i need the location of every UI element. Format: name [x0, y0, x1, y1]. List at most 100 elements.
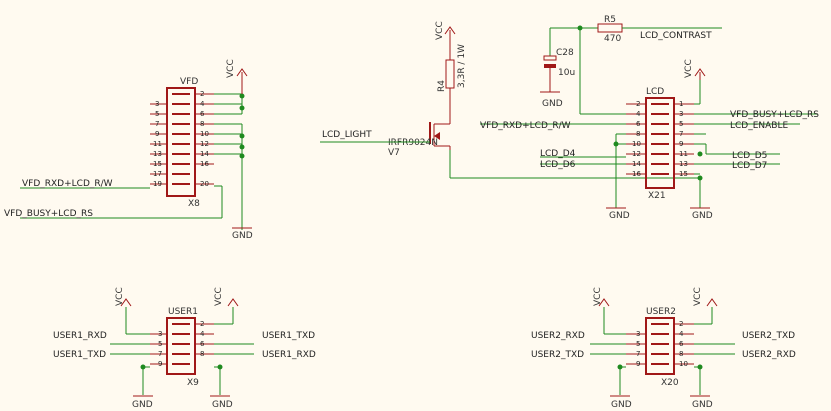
user2-vcc-left-symbol: VCC — [593, 287, 610, 307]
resistor-r4[interactable]: R4 3,3R / 1W — [437, 44, 467, 112]
user1-vcc-right-symbol: VCC — [214, 287, 239, 307]
r5-value: 470 — [604, 34, 621, 44]
pin-number: 2 — [636, 100, 640, 108]
pin-number: 8 — [200, 350, 204, 358]
pin-number: 2 — [679, 320, 683, 328]
vcc-label: VCC — [593, 287, 603, 306]
pin-number: 19 — [153, 180, 162, 188]
user1-vcc-left-symbol: VCC — [115, 287, 132, 307]
user2-pin-rows — [626, 323, 694, 365]
user2-ref: X20 — [661, 378, 679, 388]
r5-body — [597, 23, 623, 33]
lcd-gnd-right-symbol: GND — [690, 207, 713, 221]
pin-number: 5 — [636, 340, 640, 348]
pin-number: 10 — [200, 130, 209, 138]
r4-value: 3,3R / 1W — [457, 44, 467, 88]
pin-number: 3 — [155, 100, 159, 108]
vcc-label: VCC — [435, 21, 445, 40]
user1-left-pin-numbers: 3 5 7 9 — [158, 330, 162, 368]
user2-body — [645, 317, 675, 375]
pin-number: 6 — [200, 340, 205, 348]
pin-number: 11 — [679, 150, 688, 158]
pin-number: 8 — [679, 350, 683, 358]
pin-number: 15 — [153, 160, 162, 168]
pin-number: 1 — [679, 100, 683, 108]
capacitor-c28[interactable]: C28 10u GND — [540, 27, 598, 109]
net-label-lcd-contrast: LCD_CONTRAST — [640, 31, 712, 41]
pin-number: 7 — [155, 120, 159, 128]
pin-number: 9 — [158, 360, 162, 368]
v7-value: IRFR9024N — [388, 138, 438, 148]
pin-number: 13 — [679, 160, 688, 168]
gnd-label: GND — [692, 211, 713, 221]
user1-right-pin-numbers: 2 4 6 8 — [200, 320, 205, 358]
c28-plate-neg — [544, 64, 556, 68]
r4-body — [445, 59, 455, 89]
net-label-user2-rxd-left: USER2_RXD — [531, 331, 585, 341]
user1-ref: X9 — [187, 378, 199, 388]
pin-number: 7 — [679, 130, 683, 138]
connector-user2[interactable]: USER2 X20 3 5 7 9 2 4 6 8 10 — [626, 307, 694, 388]
pin-number: 17 — [153, 170, 162, 178]
pin-number: 13 — [153, 150, 162, 158]
pin-number: 7 — [158, 350, 162, 358]
pin-number: 20 — [200, 180, 209, 188]
user2-wires — [590, 307, 735, 395]
net-label-user2-txd-right: USER2_TXD — [742, 331, 795, 341]
user1-name: USER1 — [168, 307, 198, 317]
net-label-vfd-busy: VFD_BUSY+LCD_RS — [730, 110, 819, 120]
lcd-ref: X21 — [648, 191, 666, 201]
vfd-body — [166, 87, 196, 197]
user2-name: USER2 — [646, 307, 676, 317]
net-label-lcd-light: LCD_LIGHT — [322, 130, 372, 140]
pin-number: 2 — [200, 320, 204, 328]
pin-number: 4 — [679, 330, 684, 338]
vcc-r4-symbol: VCC — [435, 21, 456, 60]
net-label-user2-txd-left: USER2_TXD — [531, 350, 584, 360]
connector-user1[interactable]: USER1 X9 3 5 7 9 2 4 6 8 — [150, 307, 214, 388]
pin-number: 10 — [679, 360, 688, 368]
pin-number: 15 — [679, 170, 688, 178]
lcd-wires — [480, 28, 818, 208]
lcd-light-wire — [320, 141, 700, 179]
vfd-pin-rows — [150, 93, 214, 185]
pin-number: 14 — [200, 150, 209, 158]
net-label-user1-txd-left: USER1_TXD — [53, 350, 106, 360]
vfd-right-pin-numbers: 2 4 6 8 10 12 14 16 20 — [200, 90, 209, 188]
net-label-vfd-rxd: VFD_RXD+LCD_R/W — [480, 121, 571, 131]
user2-right-pin-numbers: 2 4 6 8 10 — [679, 320, 688, 368]
gnd-label: GND — [132, 400, 153, 410]
lcd-vcc-symbol: VCC — [684, 59, 706, 80]
vfd-vcc-symbol: VCC — [226, 59, 248, 94]
c28-name: C28 — [556, 48, 574, 58]
connector-lcd[interactable]: LCD X21 2 4 6 8 10 12 14 16 1 — [626, 87, 694, 201]
gnd-label: GND — [212, 400, 233, 410]
net-label-lcd-d5: LCD_D5 — [732, 151, 767, 161]
pin-number: 3 — [636, 330, 640, 338]
net-label-lcd-d6: LCD_D6 — [540, 160, 576, 170]
connector-vfd[interactable]: VFD X8 3 5 7 9 11 13 15 17 — [150, 77, 214, 209]
lcd-right-pin-numbers: 1 3 5 7 9 11 13 15 — [679, 100, 688, 178]
pin-number: 6 — [679, 340, 684, 348]
mosfet-v7[interactable]: IRFR9024N V7 — [388, 112, 451, 158]
pin-number: 16 — [632, 170, 641, 178]
pin-number: 6 — [636, 120, 641, 128]
pin-number: 9 — [679, 140, 683, 148]
vcc-label: VCC — [693, 287, 703, 306]
net-label-user1-rxd-right: USER1_RXD — [262, 350, 316, 360]
net-label-lcd-d4: LCD_D4 — [540, 149, 576, 159]
pin-number: 12 — [200, 140, 209, 148]
pin-number: 4 — [200, 100, 205, 108]
resistor-r5[interactable]: R5 470 — [597, 15, 722, 44]
gnd-label: GND — [232, 231, 253, 241]
gnd-label: GND — [611, 400, 632, 410]
c28-plate — [543, 55, 557, 61]
vfd-name: VFD — [180, 77, 198, 87]
gnd-label: GND — [692, 400, 713, 410]
user1-pin-rows — [150, 323, 214, 365]
net-label-vfd-rxd: VFD_RXD+LCD_R/W — [22, 179, 113, 189]
lcd-body — [645, 97, 675, 189]
c28-value: 10u — [558, 68, 575, 78]
vfd-left-pin-numbers: 3 5 7 9 11 13 15 17 19 — [153, 100, 162, 188]
user1-wires — [110, 307, 254, 395]
